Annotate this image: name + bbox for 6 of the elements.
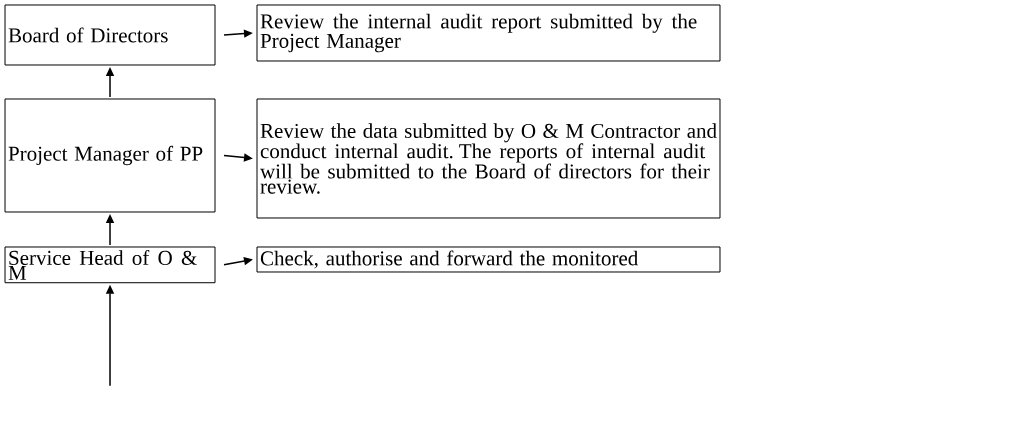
- box: Board of Directors: [4, 4, 216, 66]
- text-box: Review the data submitted by O & M Contractor and conduct internal audit. The reports of internal audit will be submitted to the Board of directors for their review.: [256, 98, 721, 219]
- text-box: Review the internal audit report submitted by the Project Manager: [256, 4, 721, 62]
- box: Service Head of O & M: [4, 246, 216, 284]
- box: Project Manager of PP: [4, 98, 216, 213]
- text-box: Check, authorise and forward the monitored: [256, 246, 721, 273]
